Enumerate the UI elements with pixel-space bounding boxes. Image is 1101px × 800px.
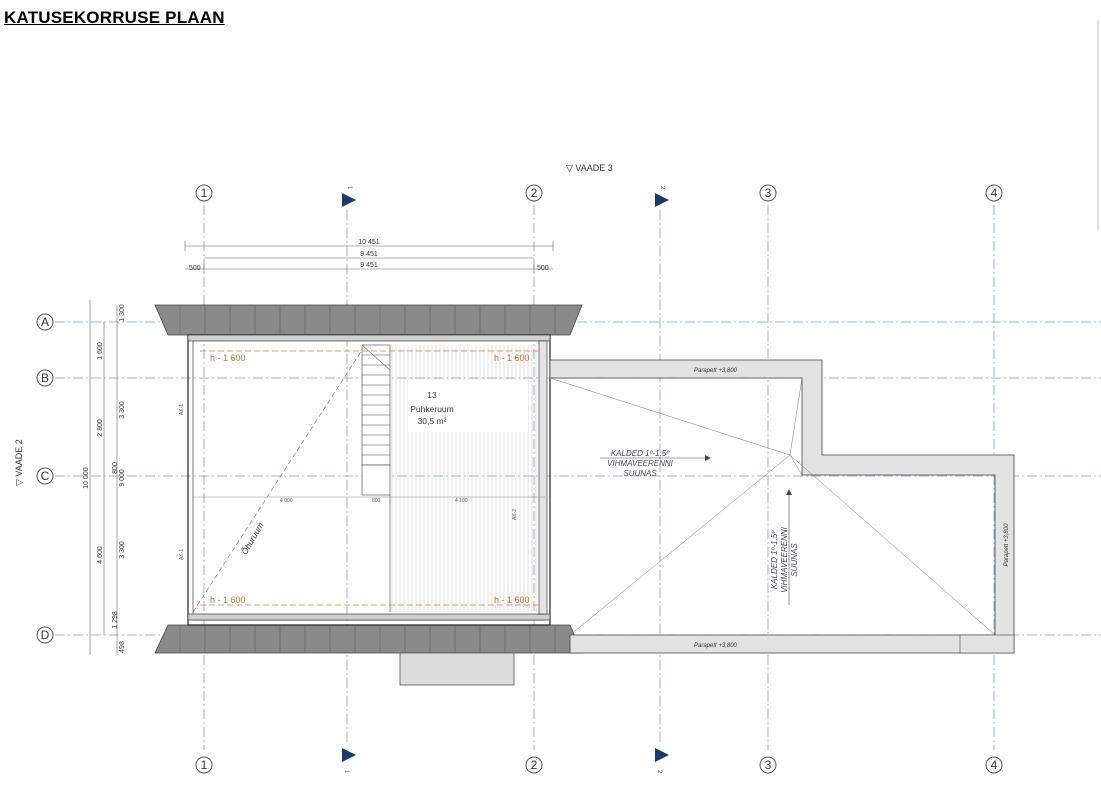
- dim-inner-total: 9 000: [119, 469, 126, 487]
- dim-interior-3: 4 100: [455, 498, 468, 504]
- axis-3-bottom: 3: [765, 758, 772, 772]
- dim-inner-5: 1 298: [112, 611, 119, 629]
- room-area: 30,5 m²: [418, 416, 447, 426]
- svg-text:SUUNAS: SUUNAS: [623, 469, 657, 478]
- parapet-label-top: Parapett +3,800: [694, 368, 738, 374]
- dim-b-c: 2 800: [97, 419, 104, 437]
- window-tag-2: AK-1: [179, 549, 185, 560]
- dim-inner-2: 3 300: [119, 401, 126, 419]
- height-label-4: h - 1 600: [494, 595, 530, 605]
- dim-c-d: 4 600: [97, 546, 104, 564]
- column-axis-labels-bottom: 1 2 3 4: [195, 756, 1003, 774]
- dim-inner-4: 3 300: [119, 541, 126, 559]
- room-number: 13: [427, 390, 437, 400]
- window-tag-3: AK-2: [512, 509, 518, 520]
- axis-1-top: 1: [201, 186, 208, 200]
- view-2-label: ▽ VAADE 2: [14, 439, 24, 486]
- walls: [187, 334, 551, 626]
- parapet-label-bottom: Parapett +3,800: [694, 643, 738, 649]
- axis-2-top: 2: [531, 186, 538, 200]
- section-mark-1-top: 1: [346, 186, 352, 190]
- room-name: Puhkeruum: [410, 404, 453, 414]
- dim-total-depth: 10 000: [83, 467, 90, 489]
- section-markers: 1 2 1 2: [342, 186, 669, 774]
- entrance-canopy: [399, 652, 515, 686]
- axis-b: B: [41, 371, 49, 385]
- svg-text:SUUNAS: SUUNAS: [790, 543, 799, 577]
- open-space-label: Õhuruum: [239, 521, 265, 557]
- roof-slope-1: KALDED 1º-1,5º VIHMAVEERENNI SUUNAS: [600, 449, 711, 478]
- view-3-label: ▽ VAADE 3: [566, 163, 613, 173]
- axis-2-bottom: 2: [531, 758, 538, 772]
- dim-interior-1: 4 000: [280, 498, 293, 504]
- axis-d: D: [41, 628, 50, 642]
- axis-3-top: 3: [765, 186, 772, 200]
- staircase: [361, 344, 391, 612]
- dim-a-b: 1 600: [97, 342, 104, 360]
- dim-inner-width: 9 451: [360, 262, 378, 269]
- row-axis-labels: A B C D: [36, 313, 54, 644]
- axis-4-top: 4: [991, 186, 998, 200]
- left-dimensions: 10 000 1 600 2 800 4 600 1 300 3 300 800…: [83, 300, 126, 655]
- section-mark-2-bottom: 2: [656, 770, 662, 774]
- roof-slope-2: KALDED 1º-1,5º VIHMAVEERENNI SUUNAS: [770, 489, 799, 605]
- svg-text:VIHMAVEERENNI: VIHMAVEERENNI: [607, 459, 674, 468]
- roof-eaves: [154, 304, 583, 654]
- svg-text:KALDED 1º-1,5º: KALDED 1º-1,5º: [611, 449, 670, 458]
- svg-text:VIHMAVEERENNI: VIHMAVEERENNI: [780, 526, 789, 593]
- dim-inner-3: 800: [112, 462, 119, 474]
- dim-axis-width: 9 451: [360, 251, 378, 258]
- height-label-1: h - 1 600: [210, 353, 246, 363]
- open-space-lines: [192, 349, 545, 613]
- dim-interior-2: 800: [372, 498, 381, 504]
- axis-c: C: [41, 469, 50, 483]
- page-title: KATUSEKORRUSE PLAAN: [4, 8, 225, 27]
- column-grid-lines: [203, 205, 995, 750]
- parapet-label-right: Parapett +3,800: [1004, 523, 1010, 567]
- dim-total-width: 10 451: [358, 239, 380, 246]
- room-label-bg: [408, 380, 528, 432]
- section-mark-2-top: 2: [659, 186, 665, 190]
- dim-left-overhang: 500: [189, 265, 201, 272]
- section-mark-1-bottom: 1: [343, 770, 349, 774]
- height-label-3: h - 1 600: [210, 595, 246, 605]
- column-axis-labels-top: 1 2 3 4: [195, 184, 1003, 202]
- dim-right-overhang: 500: [537, 265, 549, 272]
- dim-bottom-overhang: 498: [119, 641, 126, 653]
- flat-roof: [549, 359, 1015, 654]
- top-dimensions: 10 451 9 451 9 451 500 500: [184, 239, 554, 273]
- axis-1-bottom: 1: [201, 758, 208, 772]
- axis-a: A: [41, 315, 49, 329]
- axis-4-bottom: 4: [991, 758, 998, 772]
- height-label-2: h - 1 600: [494, 353, 530, 363]
- svg-text:KALDED 1º-1,5º: KALDED 1º-1,5º: [770, 530, 779, 589]
- dim-inner-1: 1 300: [119, 304, 126, 322]
- window-tag-1: AK-1: [179, 404, 185, 415]
- height-lines: [200, 350, 540, 606]
